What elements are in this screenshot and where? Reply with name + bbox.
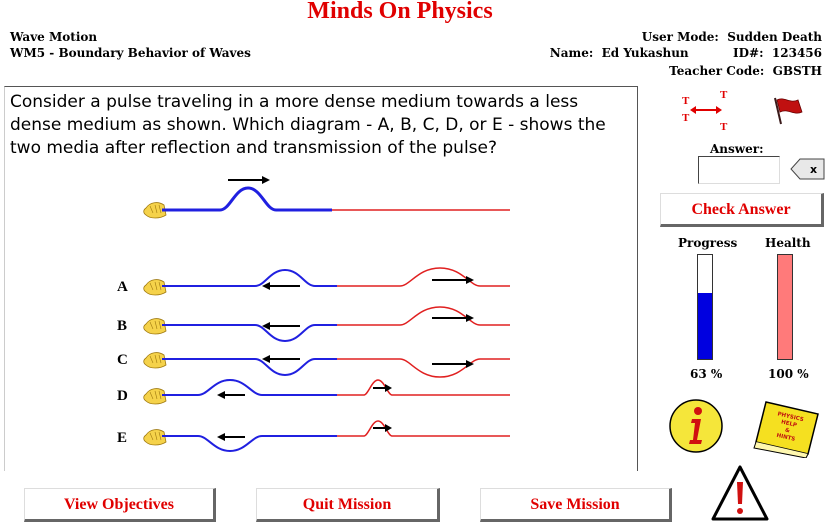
teacher-code-value: GBSTH: [772, 64, 822, 78]
help-book-icon[interactable]: PHYSICS HELP & HINTS: [752, 400, 824, 458]
user-mode: User Mode: Sudden Death: [642, 30, 822, 44]
health-label: Health: [765, 236, 811, 250]
option-label: D: [117, 388, 128, 404]
option-label: C: [117, 352, 128, 368]
translate-letter: T: [682, 95, 690, 107]
clear-icon: x: [810, 163, 817, 176]
option-b: B: [117, 306, 510, 343]
app-title: Minds On Physics: [307, 0, 493, 24]
translate-letter: T: [720, 121, 728, 133]
translate-letter: T: [720, 89, 728, 101]
flag-icon[interactable]: [772, 96, 806, 126]
user-mode-label: User Mode:: [641, 30, 719, 44]
progress-value: 63 %: [690, 367, 723, 381]
initial-pulse: [143, 176, 510, 219]
user-identity: Name: Ed Yukashun ID#: 123456: [550, 46, 822, 60]
mission-label: WM5 - Boundary Behavior of Waves: [10, 46, 251, 60]
option-e: E: [117, 420, 510, 453]
question-text: Consider a pulse traveling in a more den…: [10, 92, 606, 158]
save-mission-button[interactable]: Save Mission: [480, 488, 672, 522]
option-label: B: [117, 318, 127, 334]
teacher-code-label: Teacher Code:: [669, 64, 765, 78]
hand-icon: [143, 279, 167, 296]
topic-label: Wave Motion: [10, 30, 98, 44]
progress-fill: [698, 293, 712, 359]
id-value: 123456: [771, 46, 822, 60]
option-label: A: [117, 279, 128, 295]
option-c: C: [117, 352, 510, 378]
quit-mission-button[interactable]: Quit Mission: [256, 488, 440, 522]
view-objectives-button[interactable]: View Objectives: [24, 488, 216, 522]
clear-answer-button[interactable]: x: [790, 158, 826, 180]
health-value: 100 %: [768, 367, 809, 381]
option-a: A: [117, 267, 510, 296]
user-mode-value: Sudden Death: [727, 30, 822, 44]
help-book-line: &: [784, 427, 790, 434]
name-value: Ed Yukashun: [601, 46, 689, 60]
teacher-code: Teacher Code: GBSTH: [669, 64, 822, 78]
help-book-line: PHYSICS: [777, 411, 804, 423]
warning-icon[interactable]: [710, 464, 770, 522]
hand-icon: [143, 388, 167, 405]
help-book-line: HINTS: [776, 433, 796, 443]
translate-icon[interactable]: T T T T: [676, 88, 736, 134]
info-icon[interactable]: [668, 398, 724, 454]
hand-icon: [143, 429, 167, 446]
id-label: ID#:: [733, 46, 764, 60]
health-bar: [777, 254, 793, 360]
hand-icon: [143, 352, 167, 369]
help-book-line: HELP: [780, 419, 797, 428]
option-d: D: [117, 378, 510, 405]
health-fill: [778, 255, 792, 359]
wave-diagram: A B C D: [117, 176, 510, 453]
option-label: E: [117, 430, 127, 446]
answer-input[interactable]: [698, 156, 780, 184]
question-panel: [4, 86, 638, 471]
answer-label: Answer:: [710, 142, 764, 156]
progress-label: Progress: [678, 236, 738, 250]
progress-bar: [697, 254, 713, 360]
hand-icon: [143, 318, 167, 335]
name-label: Name:: [549, 46, 594, 60]
translate-letter: T: [682, 112, 690, 124]
check-answer-button[interactable]: Check Answer: [660, 193, 824, 227]
